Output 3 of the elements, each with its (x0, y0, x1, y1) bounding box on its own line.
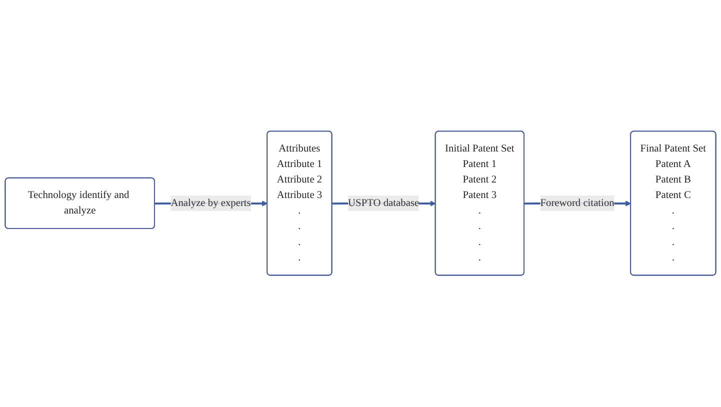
edge-label: Analyze by experts (170, 198, 251, 209)
edge-label: USPTO database (348, 198, 420, 209)
edge-label: Foreword citation (540, 198, 614, 209)
